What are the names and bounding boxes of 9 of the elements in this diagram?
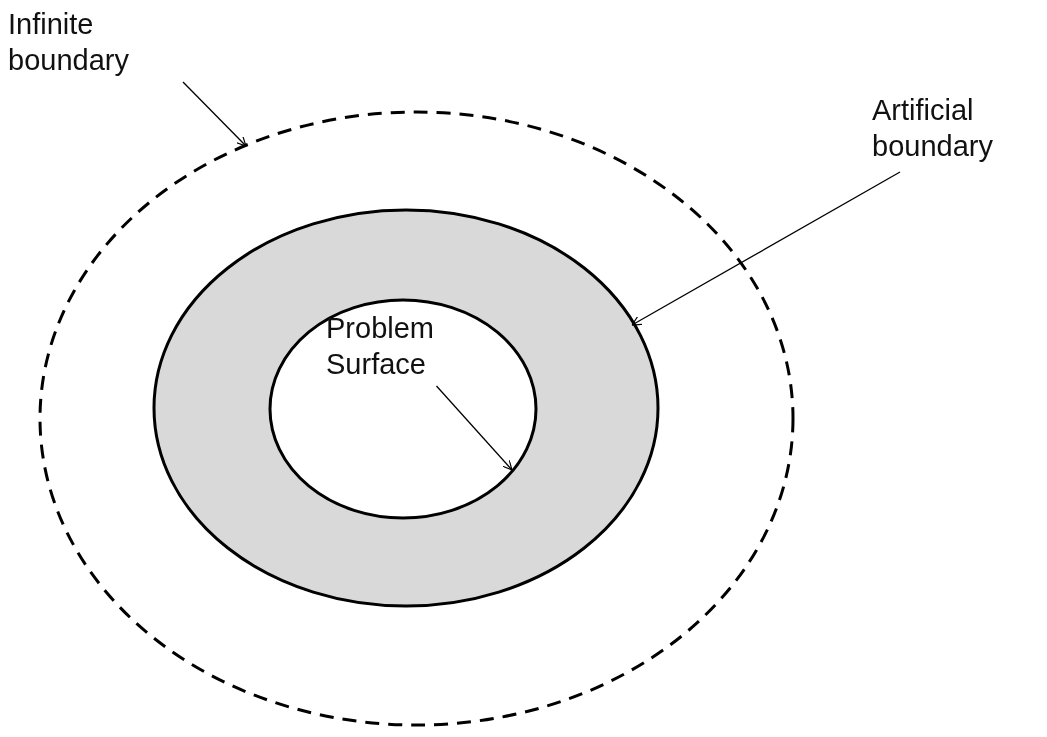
outer-boundary-ellipse [38,110,795,727]
shaded-region-ellipse [152,208,660,608]
surface-label: Problem Surface [326,310,456,386]
boundary-label: Infinite boundary [8,6,183,82]
leader-line [435,385,513,471]
problem-surface-ellipse [268,298,538,520]
leader-line [182,81,247,147]
leader-line [631,171,901,326]
boundary-label: Artificial boundary [872,92,1047,172]
